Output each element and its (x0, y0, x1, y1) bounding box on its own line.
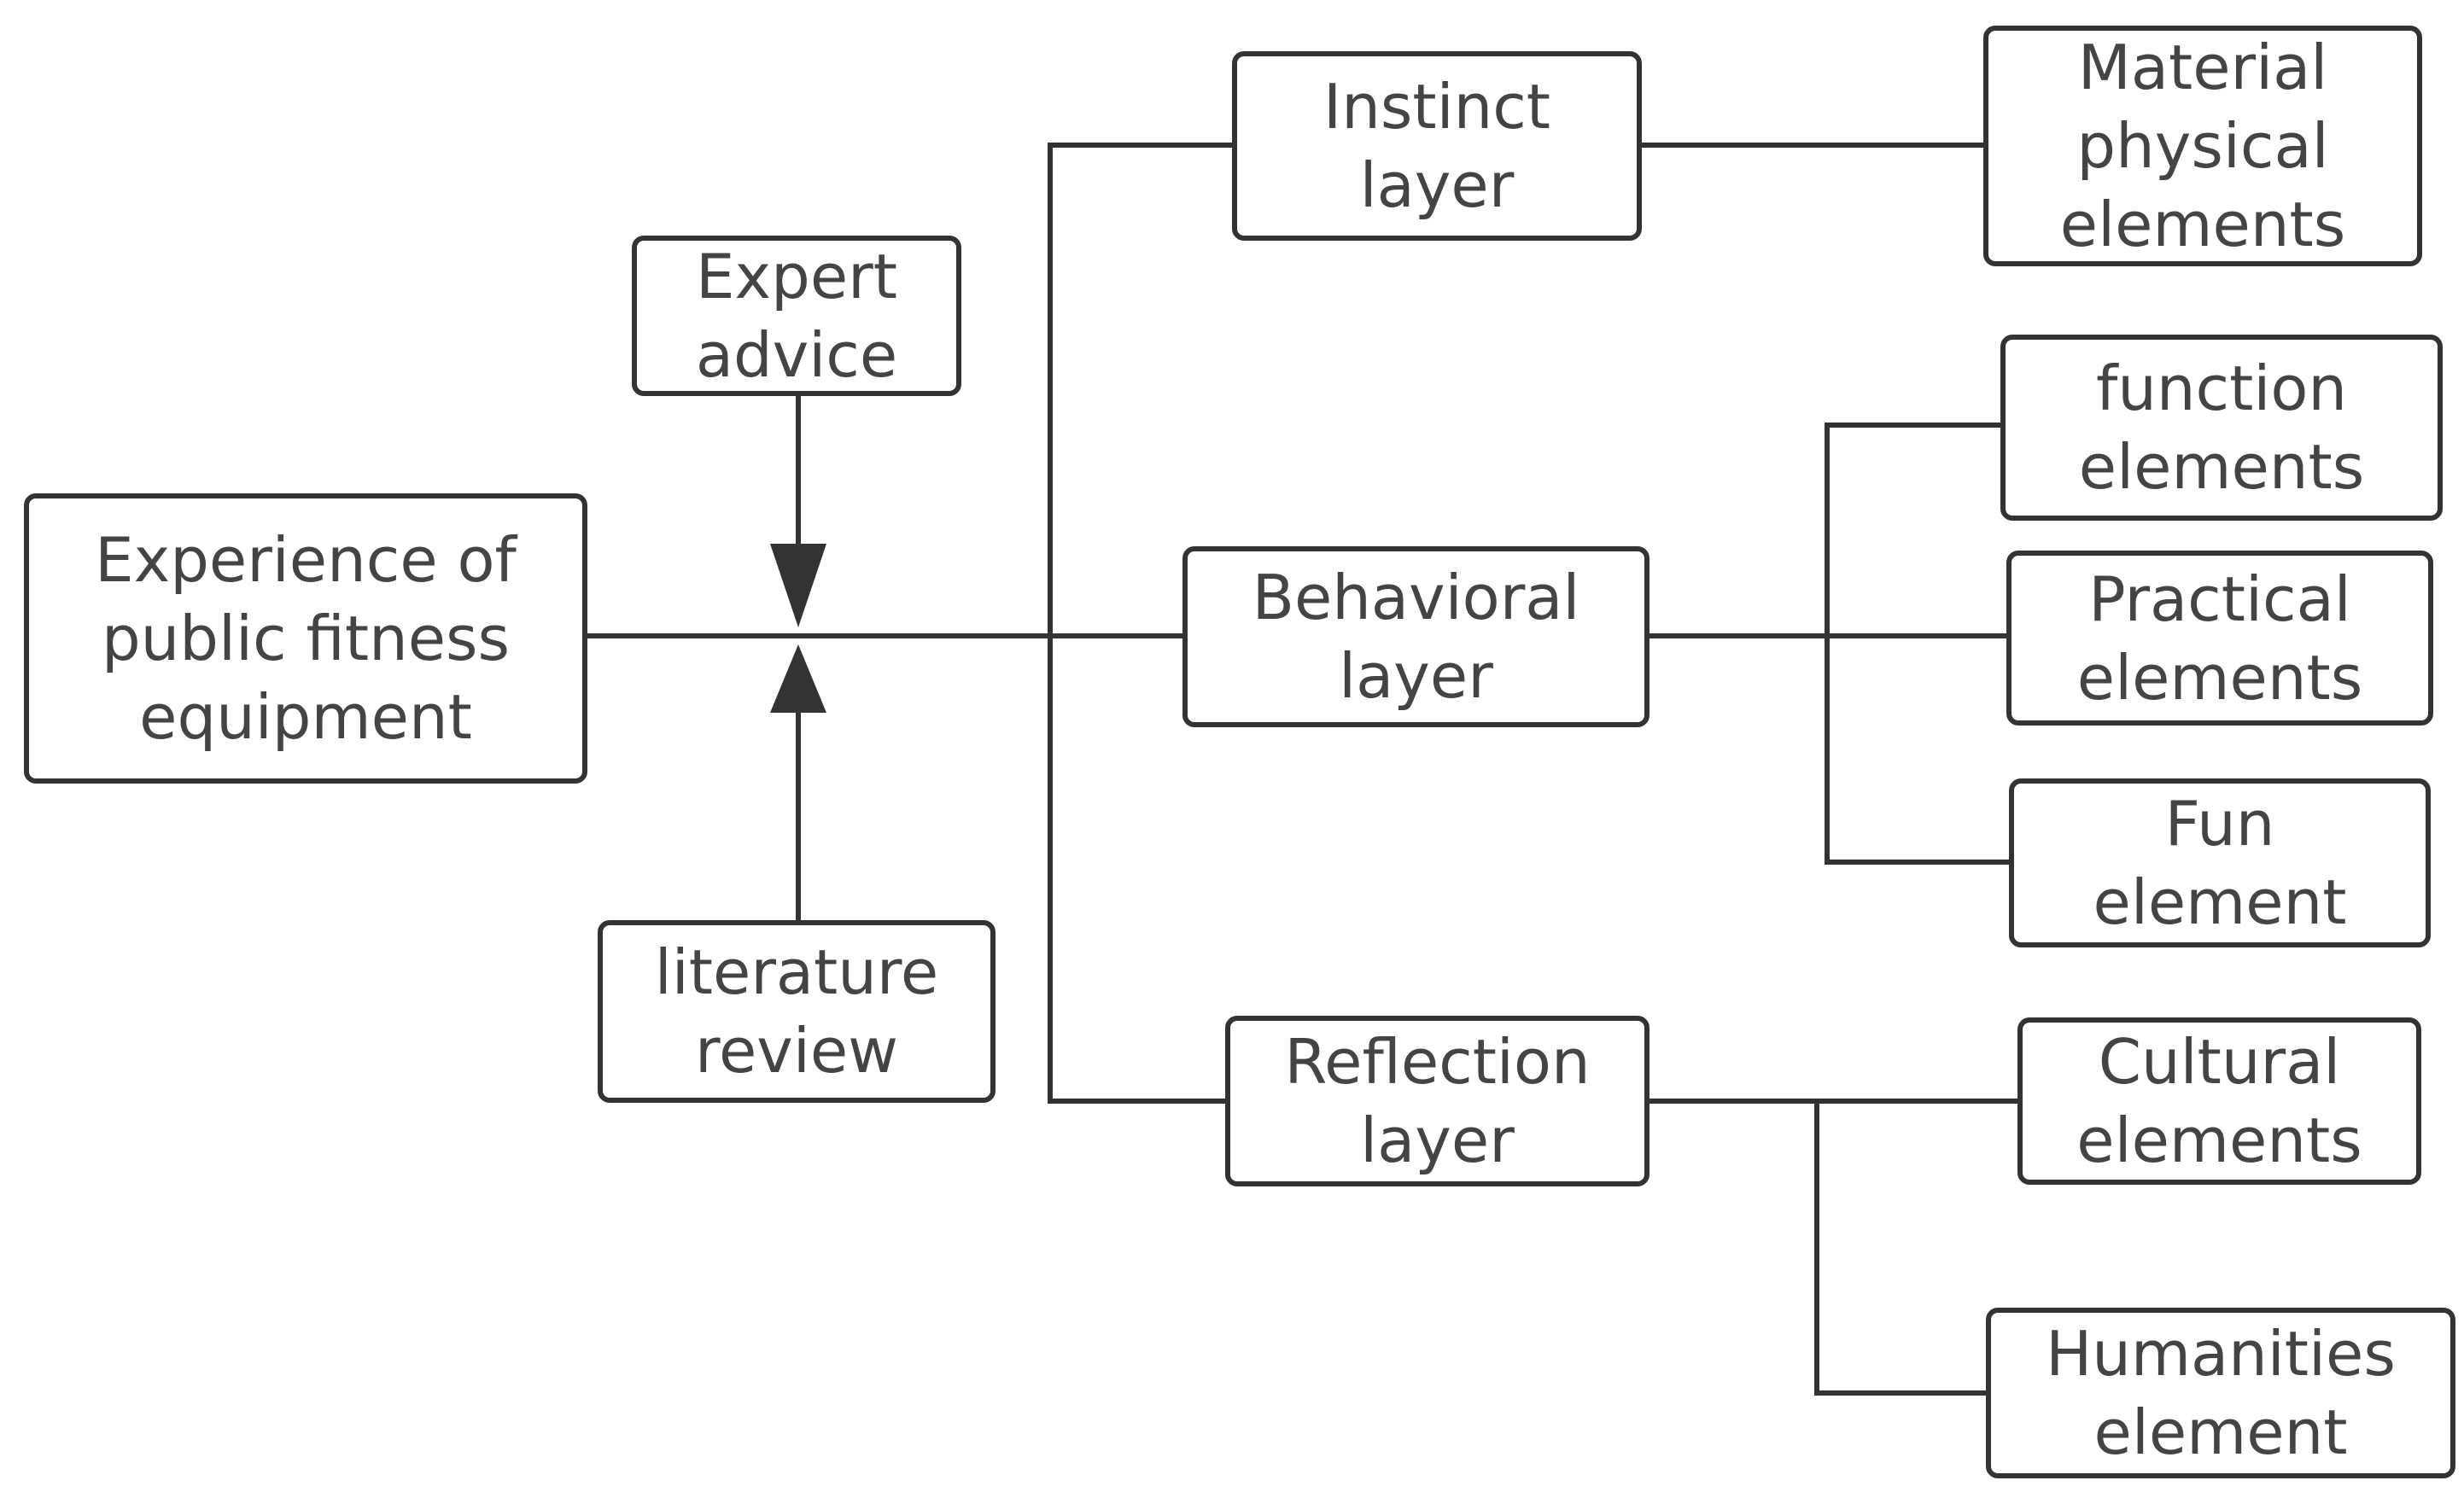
node-function-line-1: function (2095, 353, 2348, 424)
node-experience-line-2: public fitness (101, 603, 511, 674)
node-practical-line-1: Practical (2088, 562, 2351, 635)
node-material-line-2: physical (2076, 110, 2329, 182)
node-experience: Experience of public fitness equipment (24, 493, 587, 784)
node-function-line-2: elements (2078, 431, 2365, 503)
arrowhead-up-icon (770, 644, 826, 713)
node-fun-line-1: Fun (2164, 788, 2275, 860)
node-reflection-layer: Reflection layer (1225, 1016, 1649, 1186)
node-practical-line-2: elements (2076, 641, 2363, 714)
node-instinct-layer-line-2: layer (1359, 149, 1515, 221)
node-cultural-line-1: Cultural (2098, 1026, 2341, 1098)
arrowhead-down-icon (770, 544, 826, 627)
node-practical-elements: Practical elements (2006, 551, 2433, 726)
node-humanities-element: Humanities element (1986, 1308, 2455, 1478)
node-material-line-1: Material (2077, 32, 2328, 103)
node-cultural-elements: Cultural elements (2017, 1017, 2421, 1185)
node-behavioral-layer: Behavioral layer (1182, 546, 1649, 727)
node-instinct-layer: Instinct layer (1232, 51, 1642, 241)
node-reflection-layer-line-1: Reflection (1284, 1026, 1591, 1098)
node-instinct-layer-line-1: Instinct (1323, 71, 1551, 143)
node-material-physical-elements: Material physical elements (1983, 26, 2422, 266)
node-material-line-3: elements (2059, 189, 2346, 260)
node-literature-review: literature review (598, 920, 996, 1103)
node-humanities-line-1: Humanities (2046, 1318, 2396, 1390)
node-literature-review-line-1: literature (654, 936, 939, 1008)
node-humanities-line-2: element (2093, 1396, 2348, 1468)
node-reflection-layer-line-2: layer (1360, 1105, 1515, 1176)
node-literature-review-line-2: review (694, 1015, 899, 1087)
node-fun-line-2: element (2093, 866, 2347, 938)
node-expert-advice-line-1: Expert (696, 241, 897, 312)
node-experience-line-1: Experience of (95, 524, 517, 596)
node-fun-element: Fun element (2009, 778, 2431, 947)
node-expert-advice: Expert advice (632, 236, 961, 396)
node-expert-advice-line-2: advice (695, 319, 898, 391)
node-function-elements: function elements (2000, 335, 2443, 521)
node-behavioral-layer-line-1: Behavioral (1252, 562, 1580, 633)
node-cultural-line-2: elements (2076, 1105, 2362, 1176)
node-experience-line-3: equipment (139, 681, 472, 753)
node-behavioral-layer-line-2: layer (1339, 640, 1493, 712)
